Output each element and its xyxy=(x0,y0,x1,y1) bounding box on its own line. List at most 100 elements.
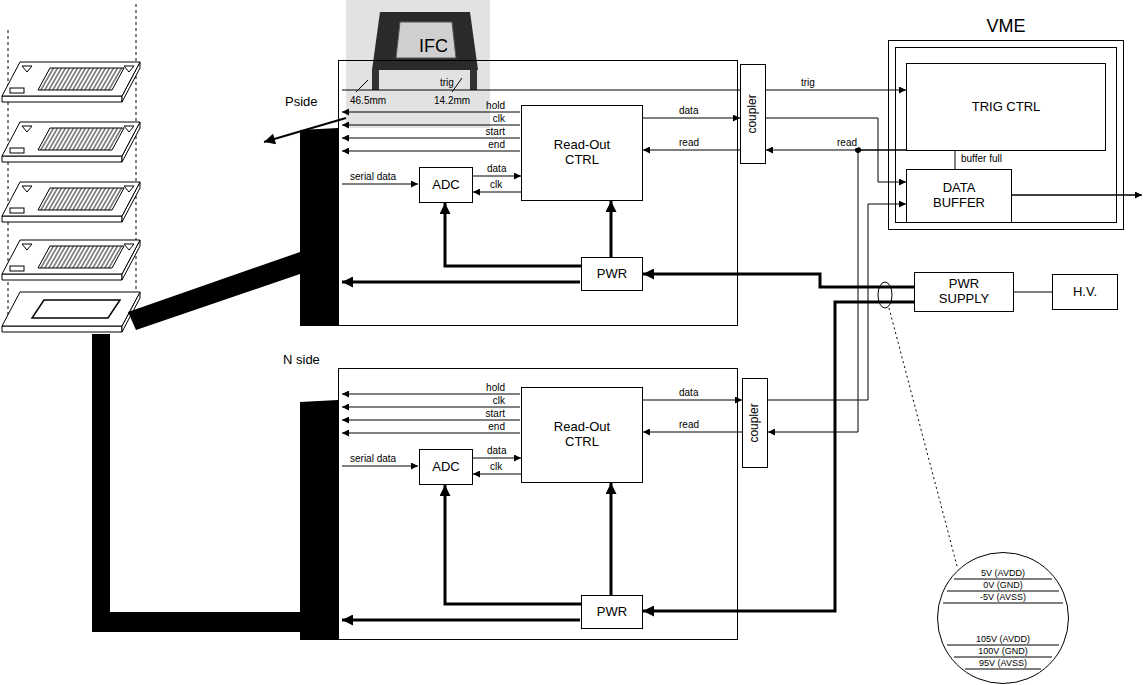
signal-label: buffer full xyxy=(960,154,1003,164)
power-line xyxy=(643,302,914,611)
module-leg xyxy=(372,70,379,90)
signal-label: data xyxy=(486,446,507,456)
power-wire xyxy=(342,619,580,622)
power-line xyxy=(445,203,581,266)
voltage-label: -5V (AVSS) xyxy=(938,592,1068,602)
signal-wire xyxy=(342,151,520,152)
signal-wire xyxy=(342,112,520,113)
box-label: DATA BUFFER xyxy=(924,181,994,211)
rail-line xyxy=(947,645,1059,646)
rail-line xyxy=(947,591,1059,592)
signal-name: serial data xyxy=(350,172,396,182)
coupler-block: coupler xyxy=(740,64,766,164)
vme-crate: VMETRIG CTRLDATA BUFFER xyxy=(888,40,1124,230)
signal-label: read xyxy=(678,138,700,148)
side-label: N side xyxy=(283,353,320,368)
module-photo xyxy=(346,0,490,128)
trigger-wire xyxy=(342,90,740,91)
module-board xyxy=(372,12,478,70)
signal-label: data xyxy=(486,164,507,174)
signal-name: trig xyxy=(440,78,454,88)
box-label: Read-Out CTRL xyxy=(542,138,622,168)
power-block: PWR xyxy=(581,257,643,291)
rail-line xyxy=(954,657,1052,658)
signal-label: read xyxy=(836,138,858,148)
adc-block: ADC xyxy=(419,449,473,485)
signal-line xyxy=(1014,292,1052,293)
power-line xyxy=(610,201,613,257)
signal-label: trig xyxy=(800,78,816,88)
signal-line xyxy=(766,90,906,91)
signal-line xyxy=(643,400,742,401)
box-label: Read-Out CTRL xyxy=(542,420,622,450)
signal-line xyxy=(473,192,521,193)
detector-plate xyxy=(2,122,140,162)
box-label: PWR SUPPLY xyxy=(932,277,996,307)
flat-cable xyxy=(128,128,338,330)
box-label: PWR xyxy=(597,267,627,282)
signal-line xyxy=(643,150,740,151)
signal-line xyxy=(768,150,906,432)
signal-wire xyxy=(342,125,520,126)
board-heading: IFC xyxy=(419,35,448,57)
signal-wire xyxy=(342,466,418,467)
rail-line xyxy=(943,603,1063,604)
box-label: coupler xyxy=(748,403,762,442)
rail-line xyxy=(965,669,1041,670)
signal-name: clk xyxy=(445,396,505,406)
adc-block: ADC xyxy=(419,167,473,203)
readout-controller: Read-Out CTRL xyxy=(521,105,643,201)
detector-plate xyxy=(2,240,140,280)
voltage-label: 105V (AVDD) xyxy=(938,634,1068,644)
frame-plate xyxy=(2,292,140,332)
module-leg xyxy=(470,70,477,90)
signal-name: end xyxy=(445,140,505,150)
detector-plate xyxy=(2,182,140,222)
signal-wire xyxy=(342,184,418,185)
readout-controller: Read-Out CTRL xyxy=(521,387,643,483)
box-label: H.V. xyxy=(1073,285,1097,300)
signal-name: end xyxy=(445,422,505,432)
flat-cable xyxy=(92,334,338,640)
signal-wire xyxy=(342,407,520,408)
power-block: PWR xyxy=(581,595,643,629)
dimension-label: 14.2mm xyxy=(434,96,470,106)
box-label: ADC xyxy=(432,178,459,193)
power-line xyxy=(643,274,914,287)
side-label: Pside xyxy=(285,95,318,110)
signal-name: serial data xyxy=(350,454,396,464)
signal-label: read xyxy=(678,420,700,430)
signal-name: hold xyxy=(445,101,505,111)
signal-line xyxy=(473,176,521,177)
signal-name: clk xyxy=(445,114,505,124)
signal-label: data xyxy=(678,388,699,398)
output-wire xyxy=(1011,194,1142,196)
voltage-label: 0V (GND) xyxy=(938,580,1068,590)
voltage-label: 95V (AVSS) xyxy=(938,658,1068,668)
data-buffer: DATA BUFFER xyxy=(906,169,1012,223)
signal-line xyxy=(643,432,742,433)
signal-wire xyxy=(342,420,520,421)
signal-name: hold xyxy=(445,383,505,393)
ifc-board: IFCPsideRead-Out CTRLADCPWR xyxy=(338,60,738,326)
signal-wire xyxy=(342,394,520,395)
signal-label: data xyxy=(678,106,699,116)
signal-name: start xyxy=(445,409,505,419)
signal-label: clk xyxy=(489,180,503,190)
coupler-block: coupler xyxy=(742,378,768,468)
voltage-magnifier: 5V (AVDD)0V (GND)-5V (AVSS)105V (AVDD)10… xyxy=(937,552,1069,684)
power-supply: PWR SUPPLY xyxy=(914,272,1014,312)
high-voltage: H.V. xyxy=(1052,274,1118,310)
power-line xyxy=(445,485,581,604)
detector-plate xyxy=(2,62,140,102)
ifc-board: N sideRead-Out CTRLADCPWR xyxy=(338,368,738,640)
signal-name: start xyxy=(445,127,505,137)
signal-line xyxy=(955,151,956,169)
rail-line xyxy=(954,579,1052,580)
signal-line xyxy=(643,118,740,119)
voltage-label: 5V (AVDD) xyxy=(938,568,1068,578)
crate-heading: VME xyxy=(889,15,1123,37)
signal-line xyxy=(473,458,521,459)
box-label: TRIG CTRL xyxy=(972,100,1041,115)
